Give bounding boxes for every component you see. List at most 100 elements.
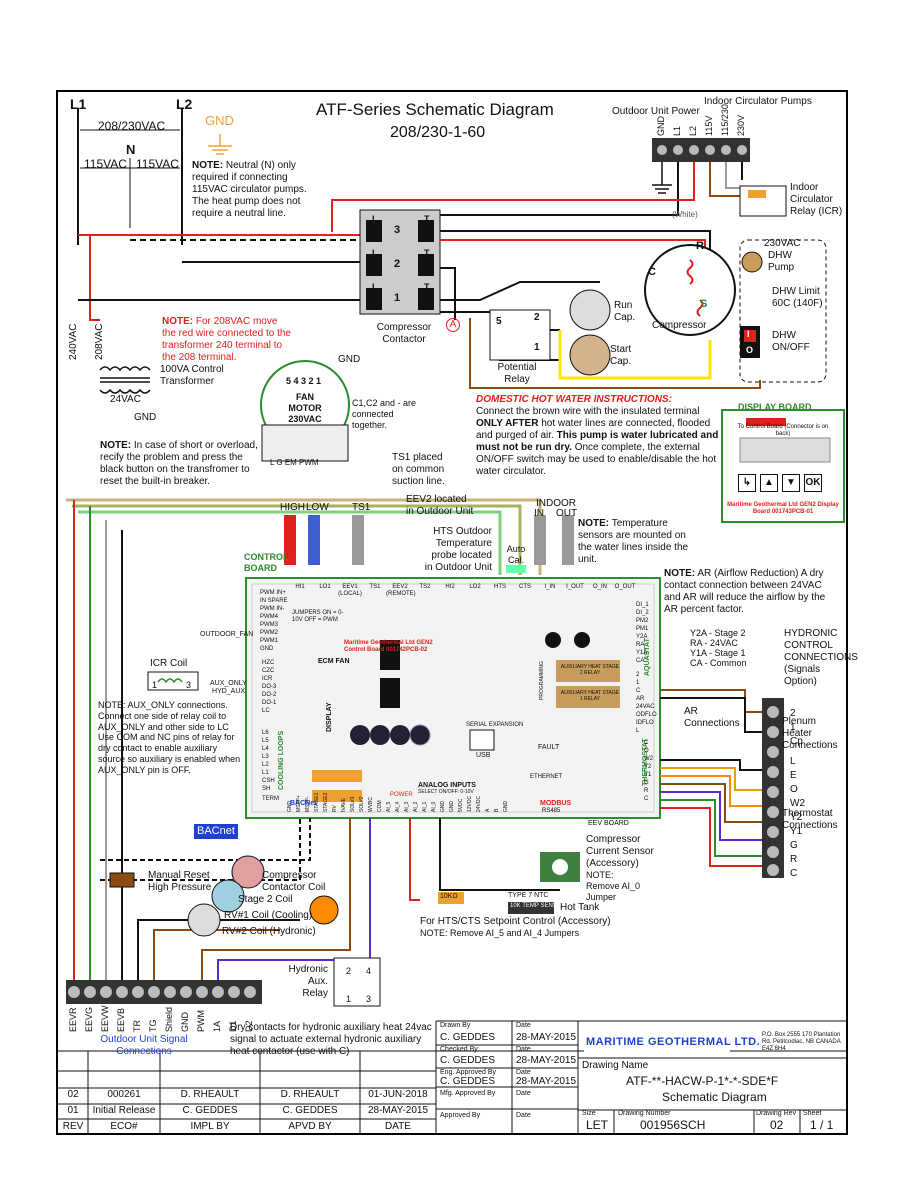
revision-header: IMPL BY	[190, 1121, 230, 1132]
display-board-button[interactable]: ↳	[738, 474, 756, 492]
board-bottom-pin: B	[494, 808, 500, 812]
fan-plug-labels: L G EM PWM	[270, 458, 319, 467]
board-aux-pin: 2	[636, 672, 640, 678]
dhw-voltage: 230VAC	[764, 238, 801, 249]
board-loop-pin: L5	[262, 738, 269, 744]
current-sensor-label: Compressor Current Sensor (Accessory)	[586, 834, 654, 869]
cooling-loops-label: COOLING LOOPS	[278, 730, 285, 790]
neutral-note: NOTE: Neutral (N) only required if conne…	[192, 160, 307, 219]
aux-heat-1-label: AUXILIARY HEAT STAGE 1 RELAY	[560, 690, 620, 702]
board-bottom-pin: STAGE1	[314, 792, 320, 812]
contactor-label: Compressor Contactor	[376, 322, 432, 345]
dhw-instructions-title: DOMESTIC HOT WATER INSTRUCTIONS:	[476, 394, 672, 405]
transformer-gnd2: GND	[338, 354, 361, 365]
display-conn-label: DISPLAY	[326, 702, 333, 732]
revision-cell: 28-MAY-2015	[367, 1105, 429, 1116]
serial-label: SERIAL EXPANSION	[466, 722, 524, 728]
board-right-pin: DI_1	[636, 602, 649, 608]
modbus-label: MODBUS	[540, 800, 572, 807]
potential-relay-symbol	[489, 309, 551, 361]
board-loop-pin: SH	[262, 786, 271, 792]
revision-cell: D. RHEAULT	[180, 1089, 240, 1100]
programming-label: PROGRAMMING	[539, 661, 545, 700]
hyd-relay-pin: 1	[346, 994, 352, 1004]
temp-sensor-note: NOTE: Temperature sensors are mounted on…	[578, 518, 689, 565]
icr-coil-p3: 3	[186, 680, 192, 690]
voltage-115-right: 115VAC	[136, 157, 179, 171]
eev-board-label: EEV BOARD	[588, 820, 629, 827]
transformer-terminals: 5 4 3 2 1	[286, 376, 322, 386]
marker-a-contactor: A	[446, 318, 460, 332]
icr-coil-label: ICR Coil	[150, 658, 188, 669]
date-label-3: Date	[516, 1069, 531, 1076]
date-3: 28-MAY-2015	[516, 1076, 577, 1087]
hydronic-line: Y2A - Stage 2	[690, 628, 746, 638]
outdoor-terminal-pin: EEVG	[84, 1006, 94, 1032]
dhw-switch-off: O	[746, 345, 754, 355]
board-top-pin: LO2	[469, 584, 481, 590]
board-bottom-pin: SOL#1	[350, 796, 356, 812]
drawing-rev: 02	[770, 1118, 784, 1132]
outdoor-terminal-strip	[66, 980, 262, 1004]
display-board-button[interactable]: ▲	[760, 474, 778, 492]
board-right-pin: RA	[636, 642, 645, 648]
diagram-title: ATF-Series Schematic Diagram	[316, 100, 554, 119]
revision-cell: 02	[67, 1089, 79, 1100]
dhw-section	[739, 239, 827, 383]
hot-tank-label: Hot Tank	[560, 902, 600, 913]
display-board-note: To Control Board (Connector is on back)	[737, 424, 829, 438]
display-board-button[interactable]: ▼	[782, 474, 800, 492]
drawing-number-label: Drawing Number	[618, 1110, 671, 1117]
outdoor-fan-label: OUTDOOR_FAN	[200, 631, 254, 638]
hydronic-line: CA - Common	[690, 658, 747, 668]
approved-label: Approved By	[440, 1112, 481, 1119]
outdoor-terminal-pin: EEVW	[100, 1005, 110, 1032]
date-label-2: Date	[516, 1046, 531, 1053]
board-left-pin: PWM3	[260, 622, 278, 628]
board-top-pin: HI1	[295, 584, 305, 590]
revision-cell: C. GEDDES	[282, 1105, 338, 1116]
board-top-pin: EEV1 (LOCAL)	[338, 584, 362, 597]
board-left-pin: PWM IN+	[260, 590, 286, 596]
bacnet-tag: BACNet	[290, 800, 317, 807]
board-right-pin: Y2A	[636, 634, 648, 640]
board-right-pin: DI_2	[636, 610, 649, 616]
board-bottom-pin: 24VDC	[476, 795, 482, 812]
run-cap-label: Run Cap.	[614, 300, 636, 323]
board-bottom-pin: GND	[449, 800, 455, 812]
board-aux-pin: ODFLO	[636, 712, 657, 718]
icr-label: Indoor Circulator Relay (ICR)	[790, 182, 843, 217]
board-relay-pin: DO-3	[262, 684, 277, 690]
compressor-symbol	[644, 244, 736, 336]
company-name: MARITIME GEOTHERMAL LTD.	[586, 1036, 761, 1048]
term-label: TERM	[262, 796, 279, 802]
bacnet-label: BACnet	[194, 824, 238, 839]
relay-pin-5: 5	[496, 316, 502, 327]
thermostat-pin: L	[790, 756, 796, 767]
eng-approved-label: Eng. Approved By	[440, 1069, 497, 1076]
board-tstat-pin: R	[644, 788, 649, 794]
sheet-label: Sheet	[803, 1110, 822, 1117]
board-top-pin: EEV2 (REMOTE)	[386, 584, 416, 597]
outdoor-power-label: Outdoor Unit Power	[612, 106, 700, 117]
revision-cell: 01-JUN-2018	[368, 1089, 428, 1100]
board-top-pin: CTS	[519, 584, 531, 590]
compressor-s: S	[700, 298, 708, 310]
board-top-pin: O_OUT	[614, 584, 636, 590]
thermostat-pin: C	[790, 868, 798, 879]
power-terminal-label: 115/230	[720, 104, 730, 136]
date-label-4: Date	[516, 1090, 531, 1097]
board-bottom-pin: AI_4	[395, 801, 401, 812]
thermostat-pin: W2	[790, 798, 805, 809]
dhw-switch-label[interactable]: DHW ON/OFF	[772, 330, 810, 353]
board-bottom-pin: AI_1	[422, 801, 428, 812]
board-loop-pin: L1	[262, 770, 269, 776]
board-bottom-pin: GND	[440, 800, 446, 812]
board-tstat-pin: C	[644, 740, 649, 746]
white-wire-label: (White)	[672, 210, 698, 219]
board-left-pin: GND	[260, 646, 274, 652]
thermostat-pin: E	[790, 770, 797, 781]
display-board-button[interactable]: OK	[804, 474, 822, 492]
eng-approved: C. GEDDES	[440, 1076, 496, 1087]
